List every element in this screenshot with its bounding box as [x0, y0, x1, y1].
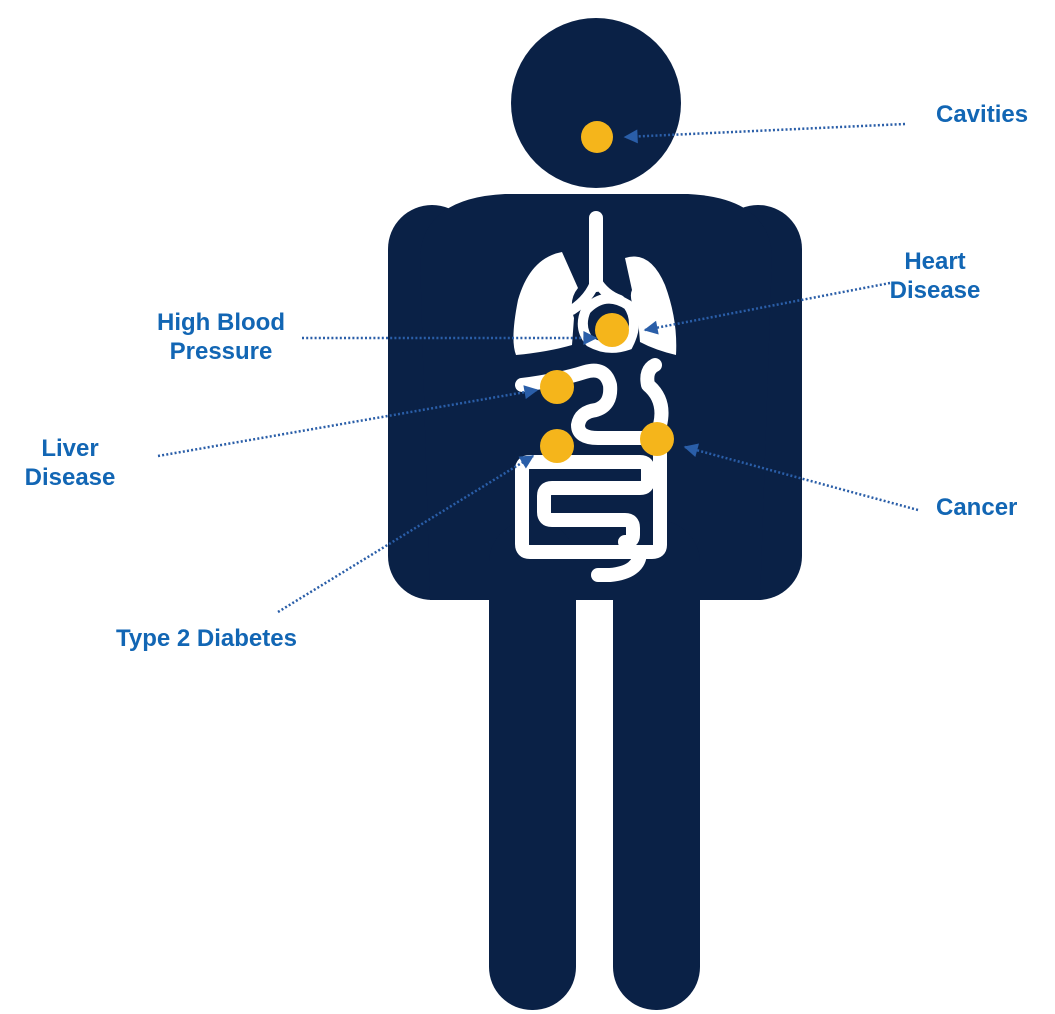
label-cancer: Cancer — [936, 493, 1017, 522]
marker-cavities — [581, 121, 613, 153]
right-leg — [613, 520, 700, 1010]
label-high-blood-pressure: High Blood Pressure — [141, 308, 301, 366]
label-cavities: Cavities — [936, 100, 1028, 129]
left-leg — [489, 520, 576, 1010]
marker-diabetes — [540, 429, 574, 463]
marker-heart — [595, 313, 629, 347]
marker-cancer — [640, 422, 674, 456]
label-type2-diabetes: Type 2 Diabetes — [116, 624, 297, 653]
head — [511, 18, 681, 188]
label-liver-disease: Liver Disease — [12, 434, 128, 492]
label-heart-disease: Heart Disease — [880, 247, 990, 305]
marker-liver — [540, 370, 574, 404]
